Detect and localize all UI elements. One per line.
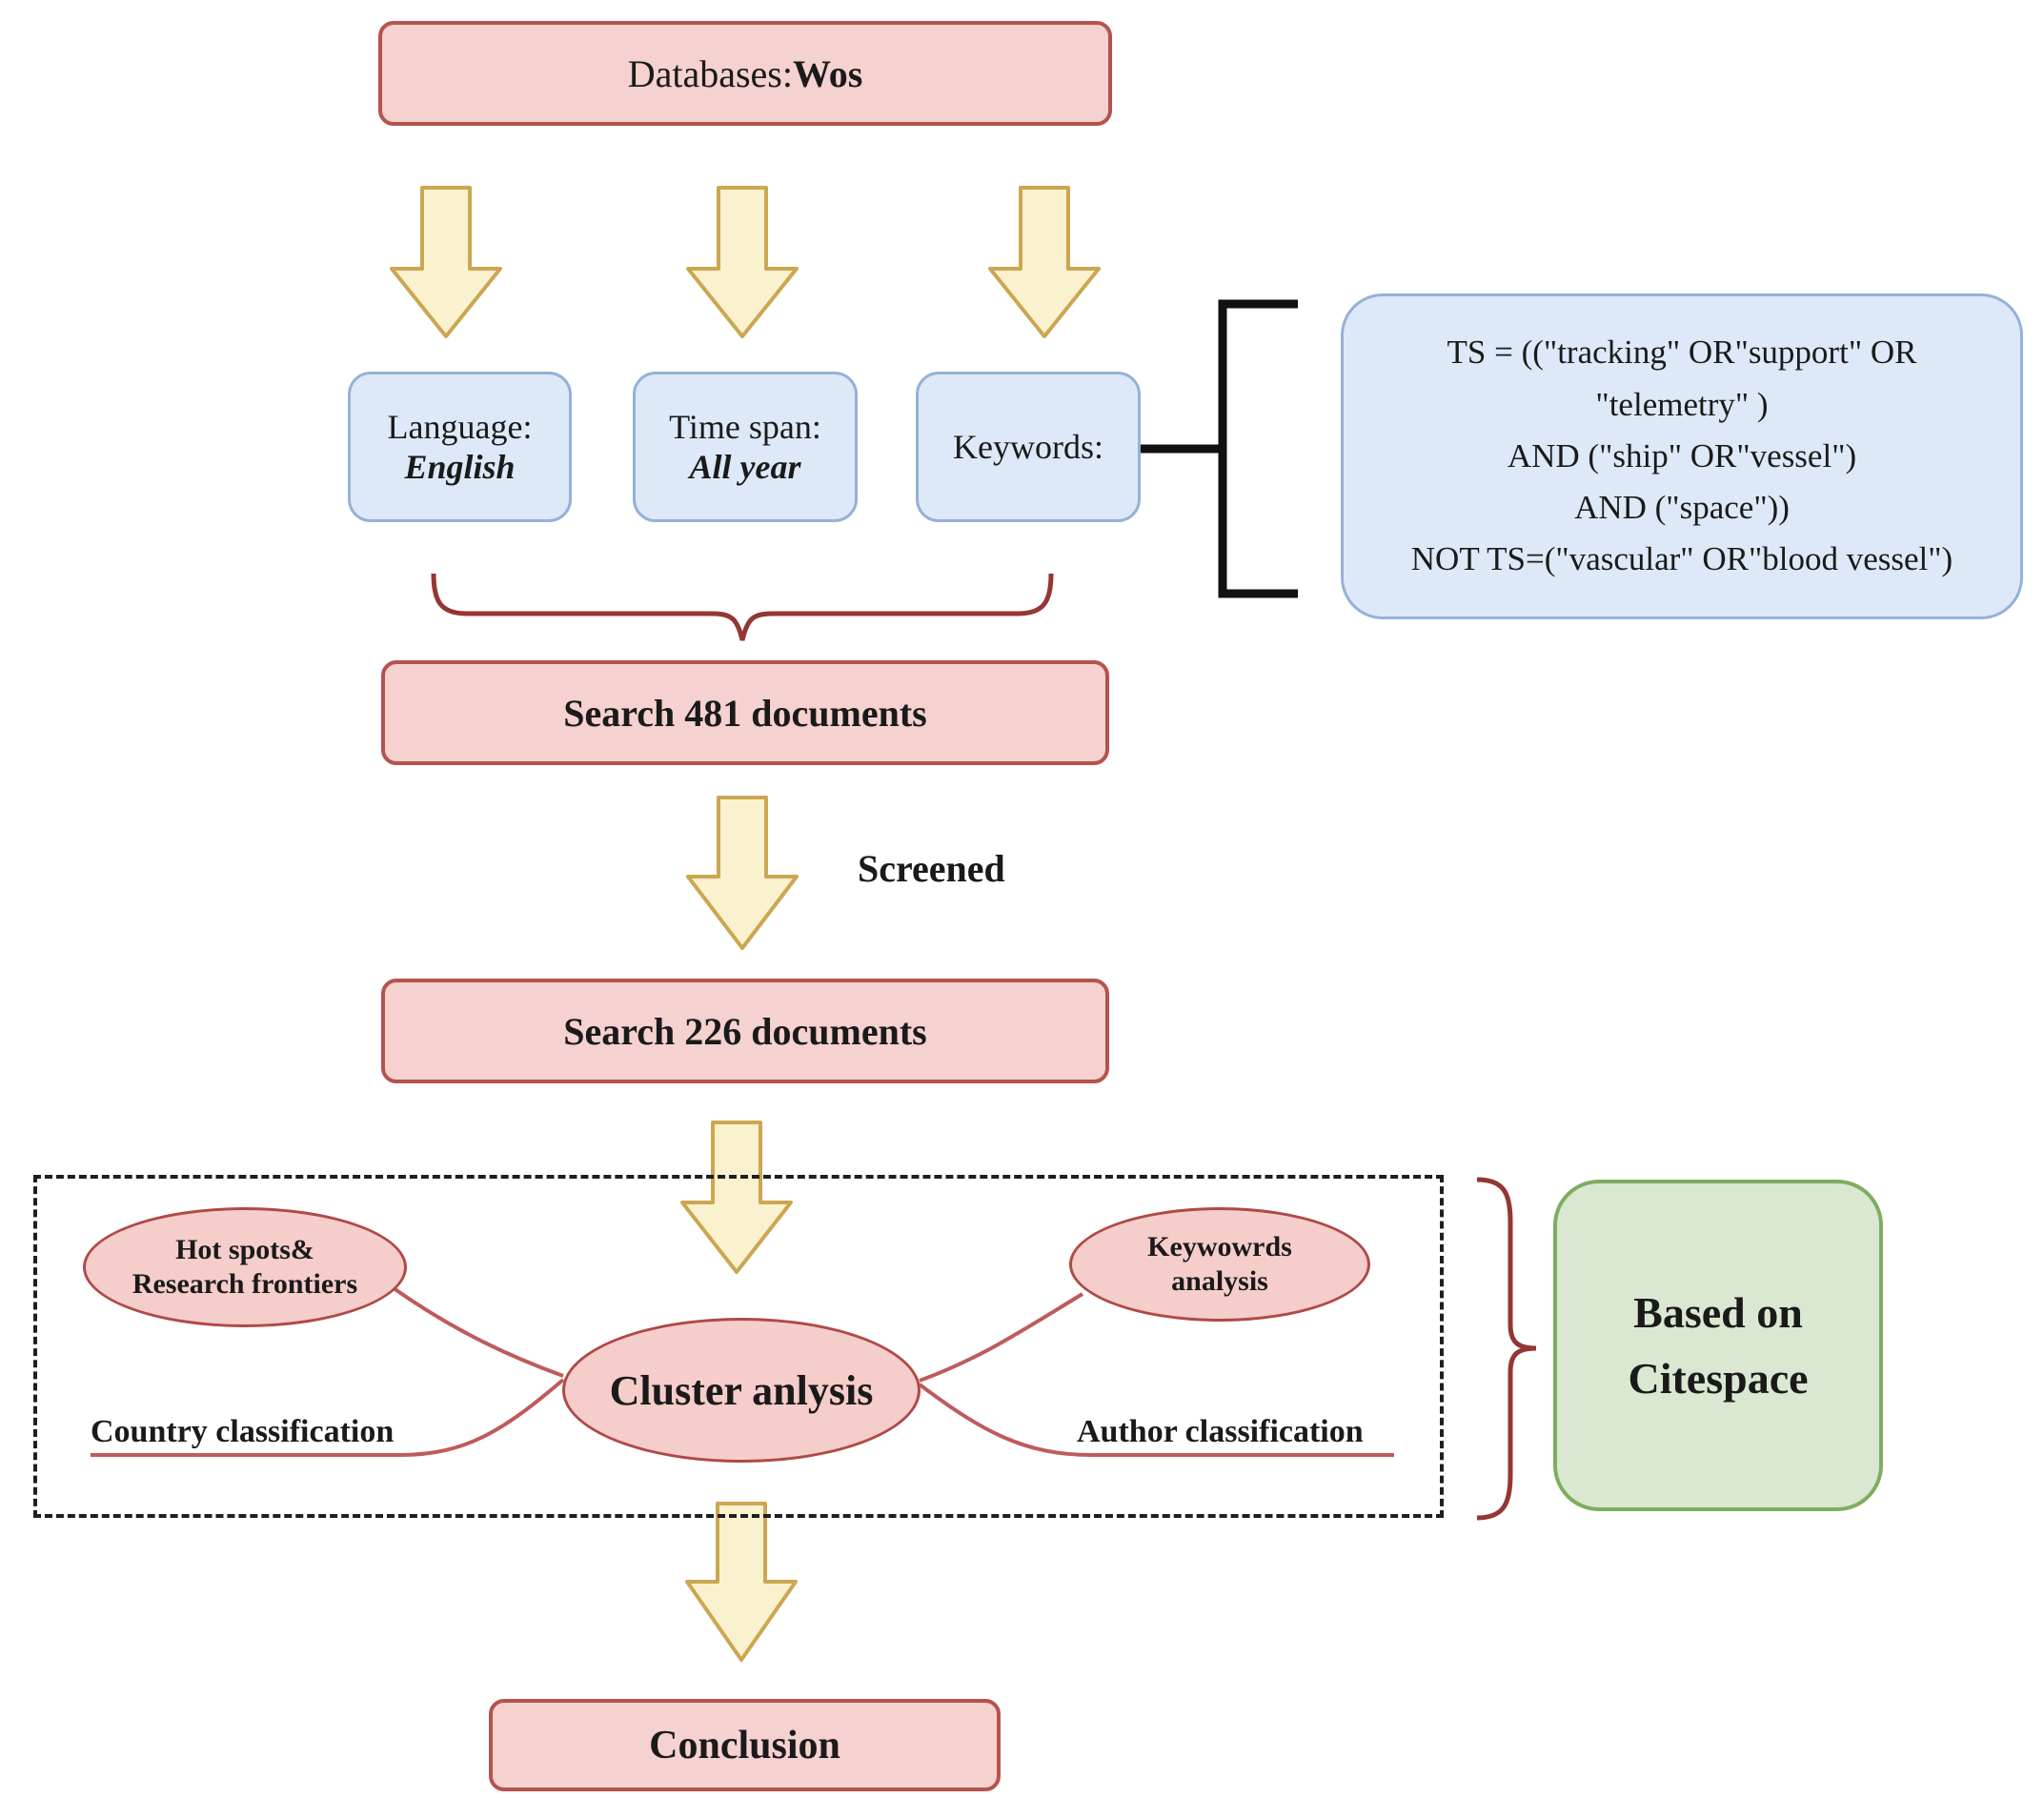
- databases-box: Databases:Wos: [378, 21, 1112, 126]
- query-square-bracket: [1218, 299, 1298, 598]
- conclusion-label: Conclusion: [649, 1723, 840, 1768]
- down-arrow-icon-screened: [686, 796, 799, 950]
- country-classification-label: Country classification: [91, 1414, 395, 1449]
- connector-author-to-cluster: [918, 1383, 1394, 1457]
- timespan-title: Time span:: [669, 408, 821, 446]
- citespace-box: Based on Citespace: [1553, 1180, 1883, 1511]
- databases-label-value: Wos: [792, 51, 863, 95]
- hotspots-line1: Hot spots&: [175, 1234, 314, 1265]
- down-arrow-icon-to-cluster: [680, 1121, 793, 1274]
- search-481-label: Search 481 documents: [563, 691, 927, 735]
- cluster-analysis-ellipse: Cluster anlysis: [562, 1318, 921, 1463]
- keywords-analysis-line2: analysis: [1171, 1265, 1268, 1297]
- query-line: NOT TS=("vascular" OR"blood vessel"): [1410, 540, 1953, 578]
- keywords-title: Keywords:: [953, 428, 1103, 466]
- connector-keywords-analysis-to-cluster: [919, 1292, 1084, 1383]
- connector-hotspots-to-cluster: [392, 1286, 564, 1378]
- databases-label: Databases:Wos: [628, 51, 863, 96]
- timespan-box: Time span: All year: [633, 372, 858, 522]
- search-226-box: Search 226 documents: [381, 979, 1109, 1083]
- language-box: Language: English: [348, 372, 572, 522]
- down-arrow-icon-2: [686, 186, 799, 338]
- connector-country-to-cluster: [91, 1378, 565, 1457]
- conclusion-box: Conclusion: [489, 1699, 1001, 1791]
- author-classification-label: Author classification: [1077, 1414, 1364, 1449]
- query-line: TS = (("tracking" OR"support" OR: [1447, 333, 1917, 372]
- hotspots-ellipse: Hot spots& Research frontiers: [83, 1207, 407, 1327]
- citespace-line1: Based on: [1633, 1288, 1803, 1337]
- search-query-box: TS = (("tracking" OR"support" OR "teleme…: [1341, 293, 2023, 619]
- down-arrow-icon-1: [390, 186, 502, 338]
- language-title: Language:: [387, 408, 533, 446]
- query-line: AND ("ship" OR"vessel"): [1507, 436, 1857, 475]
- citespace-brace: [1476, 1177, 1537, 1521]
- keywords-analysis-ellipse: Keywowrds analysis: [1069, 1207, 1370, 1322]
- search-226-label: Search 226 documents: [563, 1009, 927, 1053]
- query-line: AND ("space")): [1574, 489, 1790, 527]
- merge-underbrace: [431, 573, 1054, 641]
- query-line: "telemetry" ): [1595, 385, 1769, 423]
- databases-label-prefix: Databases:: [627, 51, 793, 95]
- citespace-line2: Citespace: [1628, 1354, 1809, 1403]
- down-arrow-icon-3: [988, 186, 1101, 338]
- hotspots-line2: Research frontiers: [132, 1268, 358, 1300]
- down-arrow-icon-to-conclusion: [685, 1502, 798, 1662]
- cluster-analysis-dashed-frame: [33, 1175, 1444, 1518]
- keywords-analysis-line1: Keywowrds: [1147, 1231, 1292, 1263]
- cluster-analysis-label: Cluster anlysis: [609, 1366, 874, 1414]
- language-value: English: [404, 448, 516, 486]
- screened-label: Screened: [858, 847, 1005, 890]
- keywords-box: Keywords:: [916, 372, 1141, 522]
- timespan-value: All year: [689, 448, 801, 486]
- search-481-box: Search 481 documents: [381, 660, 1109, 765]
